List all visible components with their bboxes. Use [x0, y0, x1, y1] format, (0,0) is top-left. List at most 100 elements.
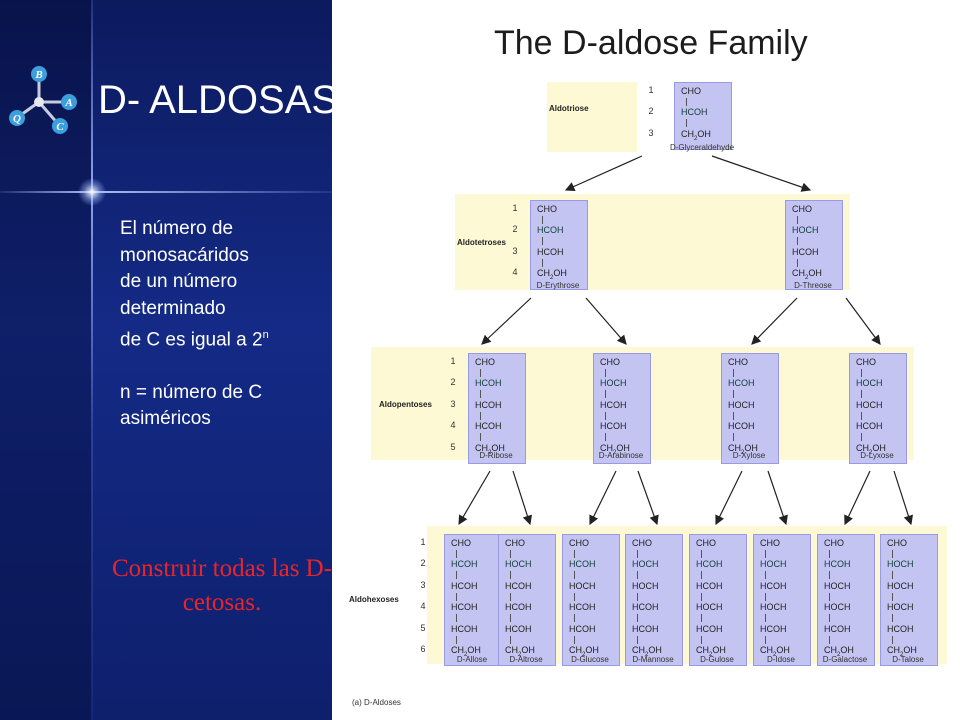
arrow	[893, 470, 914, 526]
carbon-group-text: HCOH	[696, 623, 723, 634]
body-line: de C es igual a 2	[120, 329, 263, 351]
carbon-number: 1	[420, 537, 426, 547]
carbon-group-text: HOCH	[887, 602, 914, 613]
vertical-bond	[765, 550, 766, 558]
carbon-group-text: HCOH	[760, 580, 787, 591]
carbon-group-text: CH2OH	[569, 645, 599, 658]
carbon-group-text: HCOH	[632, 623, 659, 634]
vertical-bond	[892, 635, 893, 644]
carbon-number: 3	[512, 245, 518, 256]
compound-name: D-Galactose	[822, 655, 868, 664]
title-panel: B A Q C D- ALDOSAS El número de monosacá…	[0, 0, 332, 720]
carbon-number: 4	[512, 267, 518, 278]
carbon-group-text: CH2OH	[537, 268, 567, 281]
carbon-group-text: HCOH	[824, 559, 851, 570]
vertical-bond	[829, 571, 830, 580]
carbon-group-text: HOCH	[632, 559, 659, 570]
vertical-bond	[733, 390, 734, 399]
vertical-bond	[637, 550, 638, 558]
vertical-bond	[892, 592, 893, 601]
level-label: Aldotriose	[549, 104, 589, 113]
carbon-group-text: HOCH	[824, 580, 851, 591]
vertical-bond	[480, 433, 481, 442]
carbon-group-text: HCOH	[451, 623, 478, 634]
carbon-group-text: CH2OH	[728, 442, 758, 456]
carbon-number: 4	[450, 420, 456, 431]
logo-center-atom	[34, 97, 44, 107]
task-text: Construir todas las D-cetosas.	[111, 555, 333, 616]
carbon-group-text: CHO	[760, 538, 780, 548]
body-line: de un número	[120, 271, 238, 292]
arrow	[715, 470, 743, 526]
level-label: Aldotetroses	[457, 238, 506, 247]
carbon-group-text: CHO	[451, 538, 471, 548]
vertical-bond	[456, 571, 457, 580]
vertical-bond	[456, 592, 457, 601]
vertical-bond	[733, 433, 734, 442]
vertical-bond	[456, 614, 457, 623]
vertical-bond	[480, 411, 481, 420]
vertical-bond	[861, 411, 862, 420]
carbon-number: 5	[420, 622, 426, 633]
carbon-group-text: CH2OH	[760, 645, 790, 658]
vertical-bond	[637, 571, 638, 580]
carbon-group-text: CHO	[475, 357, 495, 367]
carbon-number: 1	[648, 85, 654, 95]
carbon-group-text: HCOH	[451, 602, 478, 613]
arrow	[564, 155, 643, 191]
carbon-group-text: CHO	[887, 538, 907, 548]
carbon-number: 2	[512, 224, 518, 235]
vertical-bond	[605, 390, 606, 399]
carbon-group-text: CH2OH	[696, 645, 726, 658]
vertical-bond	[510, 550, 511, 558]
compound-name: D-Glucose	[571, 655, 609, 664]
vertical-bond	[701, 571, 702, 580]
carbon-group-text: CHO	[632, 538, 652, 548]
vertical-bond	[892, 571, 893, 580]
arrow	[585, 297, 627, 345]
carbon-group-text: CH2OH	[505, 645, 535, 658]
vertical-bond	[637, 635, 638, 644]
carbon-group-text: HCOH	[792, 246, 819, 257]
level-label: Aldohexoses	[349, 595, 399, 604]
vertical-bond	[861, 433, 862, 442]
carbon-group-text: CH2OH	[451, 645, 481, 658]
carbon-group-text: HOCH	[760, 602, 787, 613]
vertical-bond	[829, 635, 830, 644]
bqac-molecule-logo: B A Q C	[9, 66, 77, 134]
vertical-bond	[797, 216, 798, 224]
vertical-bond	[701, 614, 702, 623]
body-line: asiméricos	[120, 408, 211, 430]
carbon-group-text: CHO	[600, 357, 620, 367]
level-band	[547, 82, 637, 152]
slide-body-text: El número de monosacáridos de un número …	[120, 216, 325, 433]
arrow	[512, 470, 533, 526]
carbon-group-text: HCOH	[760, 623, 787, 634]
vertical-bond	[510, 614, 511, 623]
carbon-group-text: HCOH	[856, 421, 883, 432]
vertical-bond	[797, 237, 798, 246]
compound-name: D-Ribose	[479, 451, 513, 460]
vertical-bond	[829, 614, 830, 623]
carbon-group-text: HOCH	[632, 580, 659, 591]
vertical-bond	[574, 592, 575, 601]
vertical-bond	[574, 635, 575, 644]
vertical-bond	[861, 369, 862, 377]
vertical-bond	[701, 635, 702, 644]
carbon-number: 2	[450, 377, 456, 388]
carbon-group-text: HCOH	[728, 378, 755, 389]
vertical-bond	[797, 258, 798, 267]
vertical-bond	[861, 390, 862, 399]
vertical-bond	[765, 571, 766, 580]
arrow	[637, 470, 659, 526]
vertical-bond	[605, 411, 606, 420]
vertical-bond	[829, 592, 830, 601]
